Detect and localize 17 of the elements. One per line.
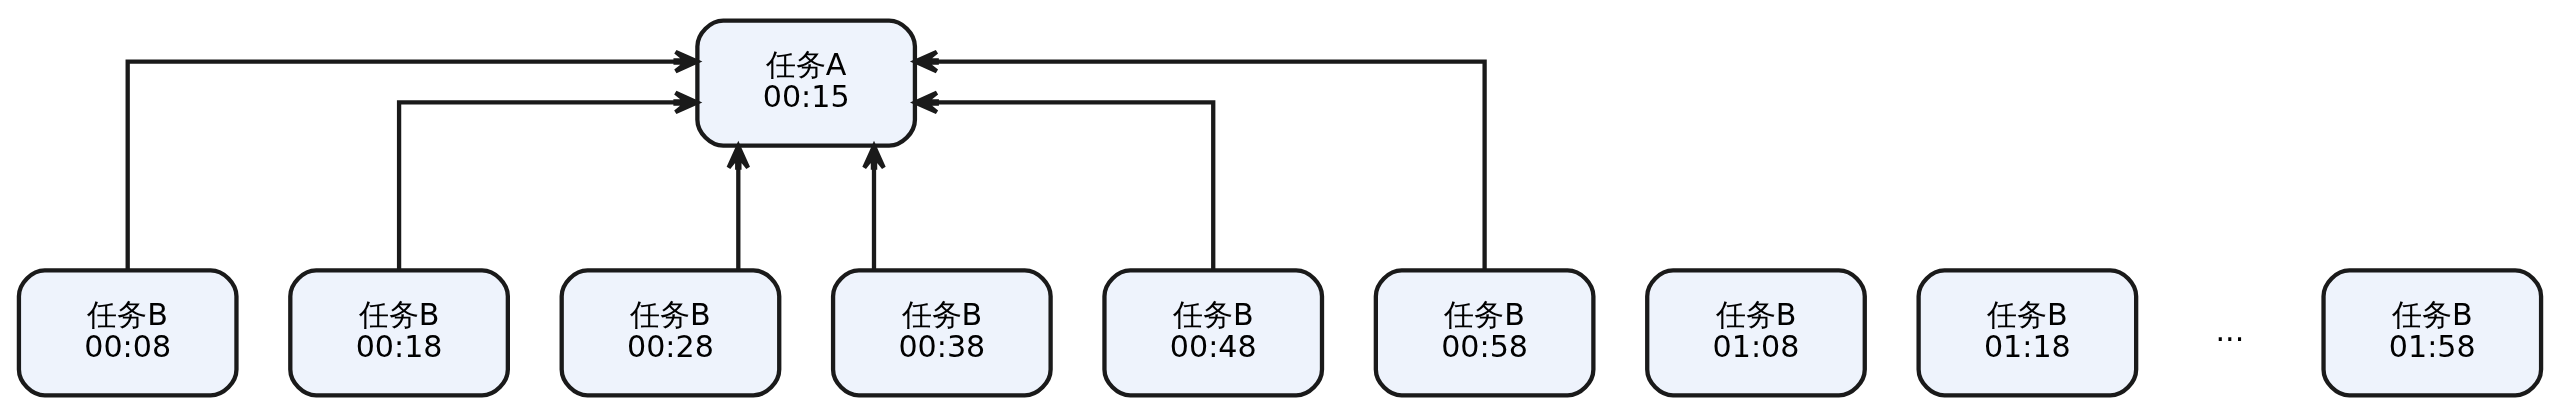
label: ... [2215,312,2245,348]
node-box: 任务A 00:15 [695,18,918,148]
arrow [862,143,886,270]
arrow [125,49,700,270]
arrow [726,143,751,270]
node-box: 任务B 00:58 [1373,268,1596,398]
node-box: 任务B 01:58 [2321,268,2544,398]
node-box: 任务B 00:18 [288,268,510,398]
arrow [396,90,700,270]
node-box: 任务B 00:48 [1102,268,1325,398]
node-box: 任务B 00:08 [16,268,239,398]
node-box: 任务B 01:18 [1916,268,2139,398]
arrow [913,90,1216,270]
node-box: 任务B 00:28 [559,268,782,398]
arrow [913,49,1487,270]
node-box: 任务B 00:38 [830,268,1053,398]
node-box: 任务B 01:08 [1645,268,1867,398]
